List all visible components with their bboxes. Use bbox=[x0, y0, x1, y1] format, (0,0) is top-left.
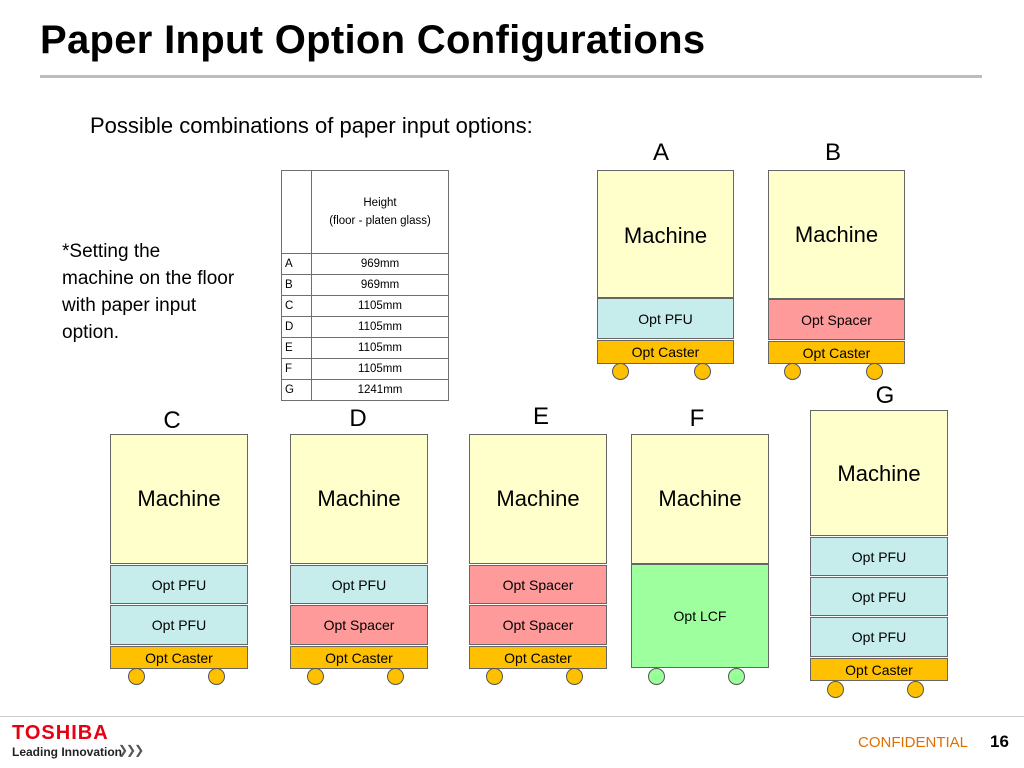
subtitle: Possible combinations of paper input opt… bbox=[90, 113, 533, 138]
config-d-stack: Machine Opt PFU Opt Spacer Opt Caster bbox=[290, 434, 428, 687]
height-table-header: Height (floor - platen glass) bbox=[311, 170, 449, 254]
opt-spacer-block: Opt Spacer bbox=[290, 605, 428, 645]
config-d-letter: D bbox=[349, 405, 367, 432]
opt-pfu-block: Opt PFU bbox=[110, 565, 248, 604]
table-row-value: 969mm bbox=[311, 253, 449, 275]
footer-divider bbox=[0, 716, 1024, 717]
machine-block: Machine bbox=[768, 170, 905, 299]
table-row-value: 1105mm bbox=[311, 316, 449, 338]
opt-pfu-block: Opt PFU bbox=[290, 565, 428, 604]
machine-block: Machine bbox=[469, 434, 607, 564]
chevron-arrows-icon: ❯❯❯ bbox=[118, 743, 144, 757]
brand-tagline: Leading Innovation bbox=[12, 745, 122, 759]
opt-pfu-block: Opt PFU bbox=[810, 577, 948, 616]
table-row-label: C bbox=[281, 295, 312, 317]
config-g-stack: Machine Opt PFU Opt PFU Opt PFU Opt Cast… bbox=[810, 410, 948, 708]
opt-pfu-block: Opt PFU bbox=[810, 617, 948, 657]
opt-pfu-block: Opt PFU bbox=[810, 537, 948, 576]
opt-pfu-block: Opt PFU bbox=[597, 298, 734, 339]
machine-block: Machine bbox=[110, 434, 248, 564]
caster-wheel-icon bbox=[827, 681, 844, 698]
page-number: 16 bbox=[990, 732, 1009, 751]
opt-lcf-block: Opt LCF bbox=[631, 564, 769, 668]
lcf-wheel-icon bbox=[648, 668, 665, 685]
caster-wheel-icon bbox=[387, 668, 404, 685]
caster-wheel-icon bbox=[208, 668, 225, 685]
height-table-corner-cell bbox=[281, 170, 312, 254]
table-row-value: 1105mm bbox=[311, 358, 449, 380]
caster-wheel-icon bbox=[307, 668, 324, 685]
floor-setting-note: *Setting the machine on the floor with p… bbox=[62, 241, 235, 343]
config-b-stack: Machine Opt Spacer Opt Caster bbox=[768, 170, 905, 380]
opt-caster-block: Opt Caster bbox=[290, 646, 428, 669]
opt-spacer-block: Opt Spacer bbox=[469, 605, 607, 645]
opt-caster-block: Opt Caster bbox=[469, 646, 607, 669]
opt-spacer-block: Opt Spacer bbox=[768, 299, 905, 340]
machine-block: Machine bbox=[597, 170, 734, 298]
page-title: Paper Input Option Configurations bbox=[40, 18, 706, 62]
lcf-wheel-icon bbox=[728, 668, 745, 685]
opt-caster-block: Opt Caster bbox=[810, 658, 948, 681]
config-f-letter: F bbox=[689, 405, 705, 432]
table-row-label: D bbox=[281, 316, 312, 338]
config-g-letter: G bbox=[875, 382, 895, 409]
caster-wheel-icon bbox=[866, 363, 883, 380]
table-row-value: 1105mm bbox=[311, 295, 449, 317]
caster-wheel-icon bbox=[784, 363, 801, 380]
caster-wheel-icon bbox=[907, 681, 924, 698]
caster-wheel-icon bbox=[128, 668, 145, 685]
opt-caster-block: Opt Caster bbox=[110, 646, 248, 669]
table-row-label: E bbox=[281, 337, 312, 359]
height-table-header-row: Height (floor - platen glass) bbox=[281, 170, 449, 254]
config-a-stack: Machine Opt PFU Opt Caster bbox=[597, 170, 734, 380]
table-row-value: 1105mm bbox=[311, 337, 449, 359]
machine-block: Machine bbox=[810, 410, 948, 536]
table-row-value: 1241mm bbox=[311, 379, 449, 401]
table-row-label: A bbox=[281, 253, 312, 275]
table-row-label: F bbox=[281, 358, 312, 380]
config-b-letter: B bbox=[824, 139, 841, 166]
caster-wheel-icon bbox=[694, 363, 711, 380]
table-row-label: B bbox=[281, 274, 312, 296]
caster-wheel-icon bbox=[612, 363, 629, 380]
title-divider bbox=[40, 75, 982, 78]
table-row-value: 969mm bbox=[311, 274, 449, 296]
toshiba-logo: TOSHIBA bbox=[12, 722, 109, 744]
config-e-stack: Machine Opt Spacer Opt Spacer Opt Caster bbox=[469, 434, 607, 687]
opt-caster-block: Opt Caster bbox=[597, 340, 734, 364]
opt-pfu-block: Opt PFU bbox=[110, 605, 248, 645]
config-c-letter: C bbox=[163, 407, 181, 434]
opt-spacer-block: Opt Spacer bbox=[469, 565, 607, 604]
machine-block: Machine bbox=[290, 434, 428, 564]
config-c-stack: Machine Opt PFU Opt PFU Opt Caster bbox=[110, 434, 248, 687]
config-e-letter: E bbox=[532, 403, 549, 430]
table-row-label: G bbox=[281, 379, 312, 401]
caster-wheel-icon bbox=[566, 668, 583, 685]
confidential-label: CONFIDENTIAL bbox=[858, 734, 969, 751]
opt-caster-block: Opt Caster bbox=[768, 341, 905, 364]
config-f-stack: Machine Opt LCF bbox=[631, 434, 769, 687]
machine-block: Machine bbox=[631, 434, 769, 564]
config-a-letter: A bbox=[652, 139, 669, 166]
caster-wheel-icon bbox=[486, 668, 503, 685]
